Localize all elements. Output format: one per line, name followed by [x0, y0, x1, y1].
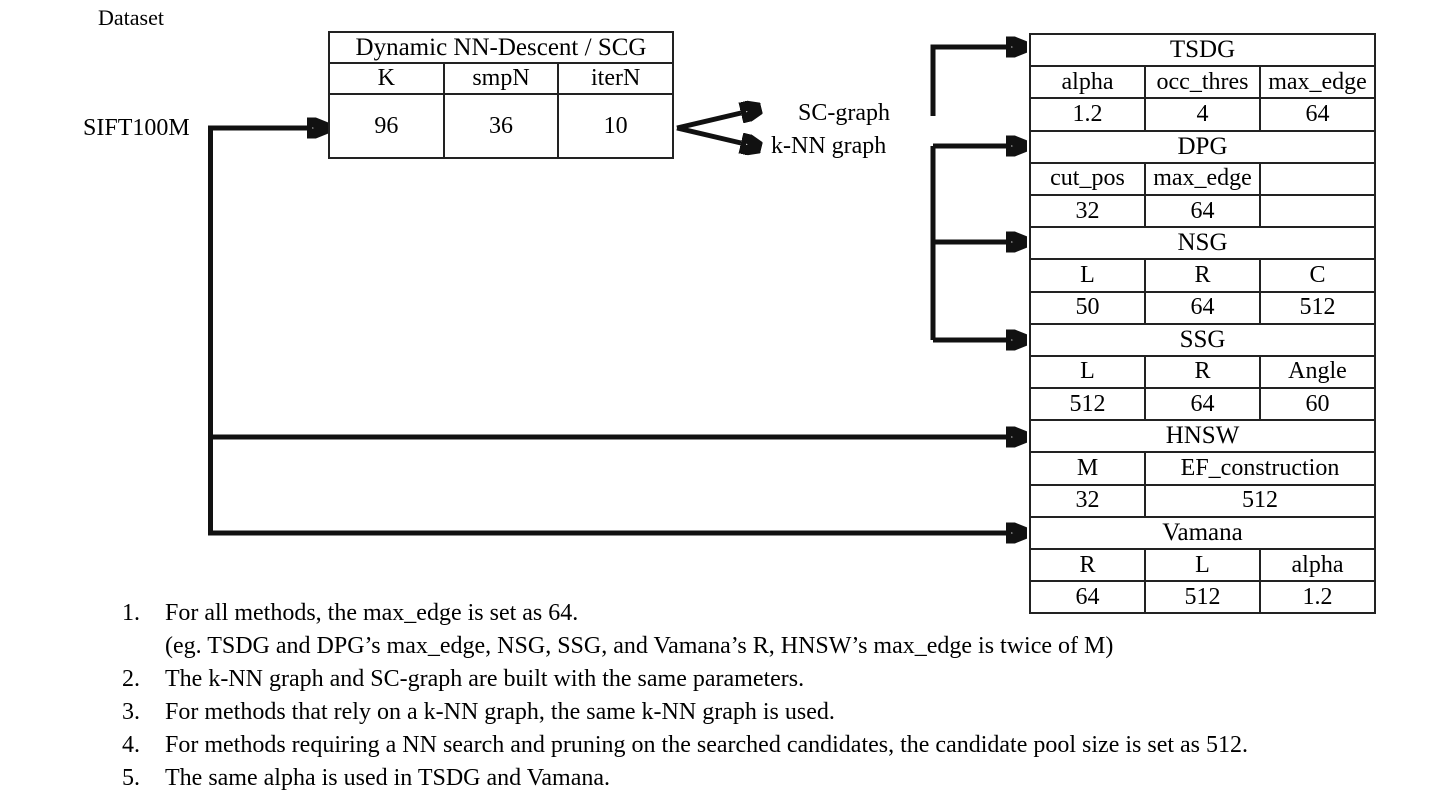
note-number	[122, 630, 165, 663]
param-value-cell: 4	[1144, 97, 1261, 132]
param-header-cell: L	[1029, 258, 1146, 293]
table-value-row: 64 512 1.2	[1029, 580, 1376, 615]
param-header-cell: cut_pos	[1029, 161, 1146, 196]
param-header-cell: Angle	[1259, 354, 1376, 390]
param-header-cell: alpha	[1029, 65, 1146, 100]
param-header-cell: L	[1144, 547, 1261, 583]
note-number: 1.	[122, 600, 140, 626]
table-title-row: TSDG	[1029, 32, 1376, 68]
table-title-row: SSG	[1029, 322, 1376, 357]
source-dataset-label: SIFT100M	[83, 115, 190, 141]
param-header-cell: max_edge	[1259, 65, 1376, 100]
table-header-row: R L alpha	[1029, 547, 1376, 583]
param-header-cell: R	[1144, 354, 1261, 390]
note-text: For all methods, the max_edge is set as …	[165, 600, 579, 626]
param-value-cell: 64	[1144, 387, 1261, 422]
param-value-cell: 64	[1144, 290, 1261, 325]
table-title-row: Dynamic NN-Descent / SCG	[328, 31, 674, 64]
table-value-row: 50 64 512	[1029, 290, 1376, 325]
method-title-hnsw: HNSW	[1029, 419, 1376, 454]
param-header-cell	[1259, 161, 1376, 196]
table-value-row: 32 64	[1029, 193, 1376, 229]
param-value-cell: 64	[1259, 97, 1376, 132]
table-header-row: L R C	[1029, 258, 1376, 293]
footnotes-list: 1. For all methods, the max_edge is set …	[122, 597, 1432, 795]
param-value-cell: 1.2	[1029, 97, 1146, 132]
param-header-cell: R	[1144, 258, 1261, 293]
list-item: (eg. TSDG and DPG’s max_edge, NSG, SSG, …	[122, 630, 1432, 663]
table-value-row: 512 64 60	[1029, 387, 1376, 422]
table-title-row: NSG	[1029, 226, 1376, 261]
method-title-vamana: Vamana	[1029, 515, 1376, 551]
param-value-cell: 36	[442, 93, 560, 159]
build-params-table: Dynamic NN-Descent / SCG K smpN iterN 96…	[328, 31, 674, 159]
param-value-cell: 96	[328, 93, 445, 159]
table-title-row: HNSW	[1029, 419, 1376, 454]
arrow-sc-graph-to-tsdg	[930, 47, 1006, 116]
method-title-dpg: DPG	[1029, 129, 1376, 164]
note-text: For methods that rely on a k-NN graph, t…	[165, 699, 835, 725]
param-value-cell: 60	[1259, 387, 1376, 422]
param-value-cell: 512	[1029, 387, 1146, 422]
param-header-cell: alpha	[1259, 547, 1376, 583]
param-value-cell	[1259, 193, 1376, 229]
param-value-cell: 64	[1029, 580, 1146, 615]
param-value-cell: 1.2	[1259, 580, 1376, 615]
note-number: 3.	[122, 699, 140, 725]
note-text: The k-NN graph and SC-graph are built wi…	[165, 666, 805, 692]
param-value-cell: 50	[1029, 290, 1146, 325]
build-table-title: Dynamic NN-Descent / SCG	[328, 31, 674, 64]
knn-graph-label: k-NN graph	[771, 133, 887, 159]
method-title-nsg: NSG	[1029, 226, 1376, 261]
table-title-row: DPG	[1029, 129, 1376, 164]
arrow-build-to-knn-graph	[676, 125, 741, 143]
param-header-cell: EF_construction	[1144, 451, 1376, 486]
note-number: 2.	[122, 666, 140, 692]
param-value-cell: 32	[1029, 483, 1146, 518]
table-header-row: L R Angle	[1029, 354, 1376, 390]
note-number: 4.	[122, 732, 140, 758]
method-title-ssg: SSG	[1029, 322, 1376, 357]
param-value-cell: 512	[1144, 483, 1376, 518]
param-header-cell: R	[1029, 547, 1146, 583]
table-value-row: 96 36 10	[328, 93, 674, 159]
table-value-row: 32 512	[1029, 483, 1376, 518]
table-header-row: M EF_construction	[1029, 451, 1376, 486]
param-header-cell: M	[1029, 451, 1146, 486]
param-value-cell: 64	[1144, 193, 1261, 229]
table-title-row: Vamana	[1029, 515, 1376, 551]
param-header-cell: max_edge	[1144, 161, 1261, 196]
list-item: 5. The same alpha is used in TSDG and Va…	[122, 762, 1432, 795]
list-item: 4. For methods requiring a NN search and…	[122, 729, 1432, 762]
sc-graph-label: SC-graph	[798, 100, 890, 126]
note-text: For methods requiring a NN search and pr…	[165, 732, 1249, 758]
param-value-cell: 512	[1144, 580, 1261, 615]
list-item: 1. For all methods, the max_edge is set …	[122, 597, 1432, 630]
list-item: 3. For methods that rely on a k-NN graph…	[122, 696, 1432, 729]
table-header-row: K smpN iterN	[328, 62, 674, 95]
table-header-row: cut_pos max_edge	[1029, 161, 1376, 196]
arrow-build-to-sc-graph	[676, 113, 741, 131]
param-header-cell: occ_thres	[1144, 65, 1261, 100]
list-item: 2. The k-NN graph and SC-graph are built…	[122, 663, 1432, 696]
note-text: (eg. TSDG and DPG’s max_edge, NSG, SSG, …	[165, 633, 1114, 659]
param-header-cell: smpN	[442, 62, 560, 95]
method-title-tsdg: TSDG	[1029, 32, 1376, 68]
param-value-cell: 32	[1029, 193, 1146, 229]
table-header-row: alpha occ_thres max_edge	[1029, 65, 1376, 100]
param-header-cell: L	[1029, 354, 1146, 390]
param-value-cell: 512	[1259, 290, 1376, 325]
table-value-row: 1.2 4 64	[1029, 97, 1376, 132]
param-header-cell: K	[328, 62, 445, 95]
method-params-table: TSDG alpha occ_thres max_edge 1.2 4 64 D…	[1029, 32, 1376, 615]
note-number: 5.	[122, 765, 140, 791]
param-value-cell: 10	[557, 93, 674, 159]
note-text: The same alpha is used in TSDG and Vaman…	[165, 765, 611, 791]
dataset-label: Dataset	[98, 5, 164, 30]
param-header-cell: C	[1259, 258, 1376, 293]
param-header-cell: iterN	[557, 62, 674, 95]
